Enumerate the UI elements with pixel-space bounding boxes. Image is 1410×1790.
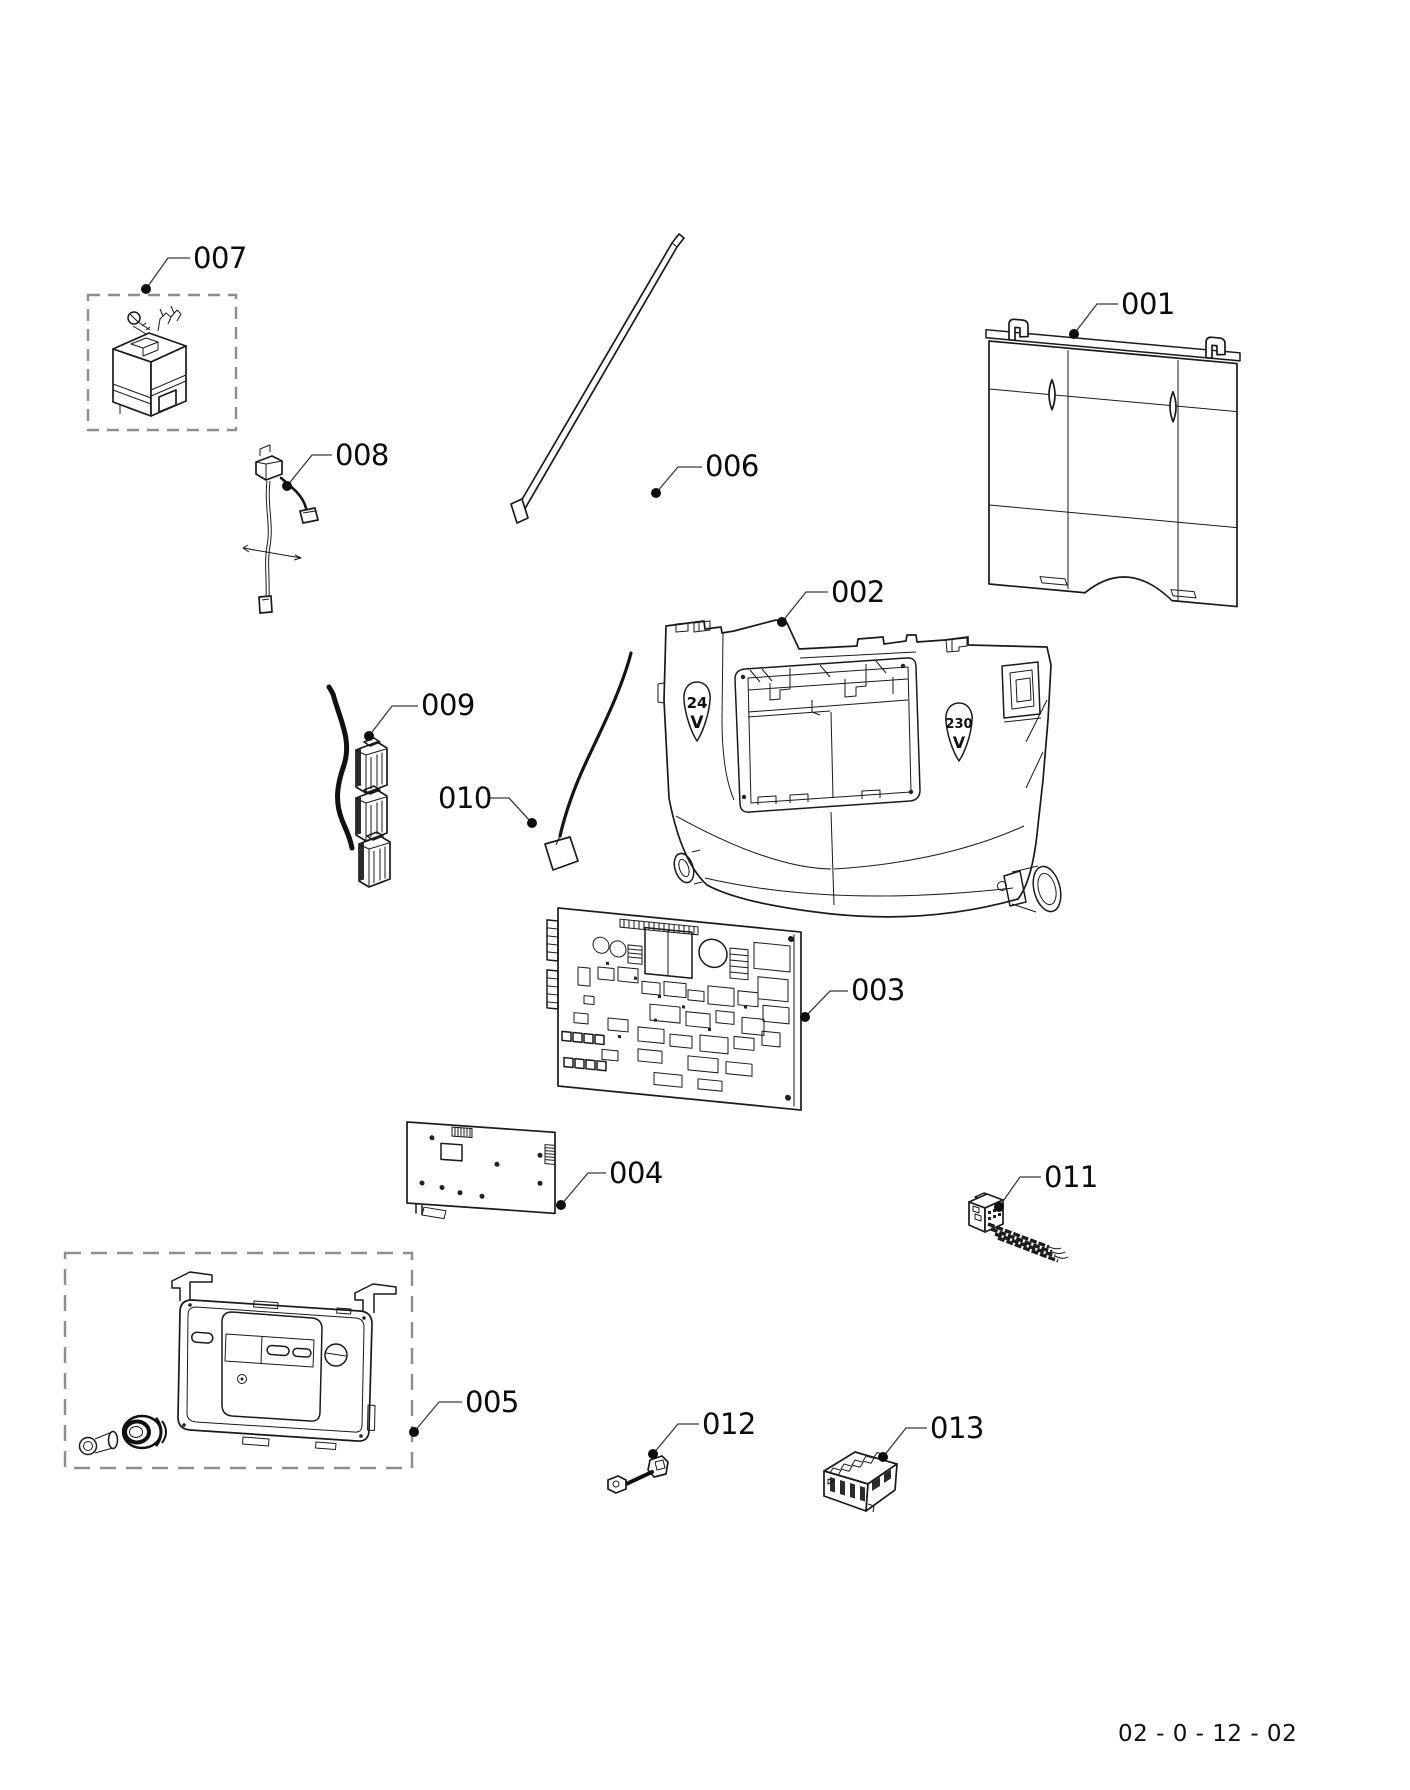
part-008-cable: [242, 444, 319, 614]
leader-line: [560, 1172, 606, 1206]
leader-dot: [364, 731, 374, 741]
bracket-right: [354, 1283, 397, 1313]
part-003-main-pcb: [546, 907, 802, 1111]
leader-dot: [1069, 329, 1079, 339]
badge-24v-unit: V: [690, 713, 704, 733]
leader-line: [652, 1423, 699, 1455]
panel-clip-right: [1205, 336, 1226, 360]
panel-knob: [324, 1343, 348, 1367]
leader-dot: [282, 481, 292, 491]
badge-24v-number: 24: [687, 694, 708, 712]
part-011-connector-cable: [968, 1192, 1069, 1263]
leader-dot: [141, 284, 151, 294]
part-006-rod: [510, 233, 685, 524]
panel-slot: [191, 1331, 214, 1344]
badge-24v: 24 V: [683, 681, 711, 742]
label-002: 002: [777, 575, 885, 627]
leader-dot: [556, 1200, 566, 1210]
part-012-cable: [607, 1455, 669, 1494]
part-number: 007: [193, 241, 247, 275]
badge-230v-number: 230: [945, 717, 972, 732]
label-008: 008: [282, 438, 389, 491]
part-number: 004: [609, 1156, 663, 1190]
label-007: 007: [141, 241, 247, 294]
part-number: 012: [702, 1407, 756, 1441]
leader-line: [413, 1401, 462, 1433]
label-011: 011: [994, 1160, 1098, 1212]
leader-dot: [777, 617, 787, 627]
label-004: 004: [556, 1156, 663, 1210]
part-010-wire: [544, 651, 633, 871]
leader-line: [655, 466, 702, 494]
part-005-dashed-box: [63, 1251, 414, 1470]
leader-dot: [878, 1452, 888, 1462]
leader-line: [1073, 303, 1118, 335]
label-005: 005: [409, 1385, 519, 1437]
part-number: 002: [831, 575, 885, 609]
part-013-terminal-block: [823, 1451, 898, 1513]
panel-clip-left: [1008, 318, 1029, 342]
label-006: 006: [651, 449, 759, 498]
label-003: 003: [800, 973, 905, 1022]
connector-block-3: [358, 831, 391, 888]
leader-dot: [800, 1012, 810, 1022]
leader-line: [804, 990, 848, 1018]
part-number: 010: [438, 781, 492, 815]
panel-button-1: [266, 1344, 290, 1357]
panel-button-2: [292, 1347, 312, 1358]
label-001: 001: [1069, 287, 1175, 339]
label-012: 012: [648, 1407, 756, 1459]
badge-230v: 230 V: [945, 702, 973, 762]
ribbed-ring: [121, 1414, 167, 1450]
part-number: 003: [851, 973, 905, 1007]
leader-line: [145, 257, 190, 290]
document-code: 02 - 0 - 12 - 02: [1118, 1721, 1297, 1747]
leader-dot: [409, 1427, 419, 1437]
label-013: 013: [878, 1411, 984, 1462]
leader-line: [781, 591, 828, 623]
part-number: 008: [335, 438, 389, 472]
part-number: 009: [421, 688, 475, 722]
part-001-panel: [985, 318, 1241, 608]
connector-block-1: [355, 737, 388, 794]
bracket-left: [171, 1271, 213, 1301]
part-number: 013: [930, 1411, 984, 1445]
part-002-housing: 24 V 230 V: [657, 619, 1062, 918]
leader-line: [368, 705, 418, 737]
part-004-board: [406, 1121, 556, 1220]
label-010: 010: [438, 781, 537, 828]
leader-dot: [651, 488, 661, 498]
leader-line: [286, 454, 332, 487]
leader-line: [882, 1427, 927, 1458]
leader-dot: [527, 818, 537, 828]
leader-line: [998, 1176, 1041, 1208]
leader-line: [489, 797, 532, 823]
part-number: 011: [1044, 1160, 1098, 1194]
connector-block-2: [355, 785, 388, 842]
leader-dot: [994, 1202, 1004, 1212]
part-number: 005: [465, 1385, 519, 1419]
part-number: 001: [1121, 287, 1175, 321]
part-number: 006: [705, 449, 759, 483]
part-009-cable-connectors: [326, 684, 391, 888]
part-007-bracket: [86, 293, 238, 432]
grommet: [78, 1430, 119, 1456]
badge-230v-unit: V: [953, 733, 966, 752]
part-005-panel-frame-kit: [63, 1251, 414, 1470]
leader-dot: [648, 1449, 658, 1459]
label-009: 009: [364, 688, 475, 741]
